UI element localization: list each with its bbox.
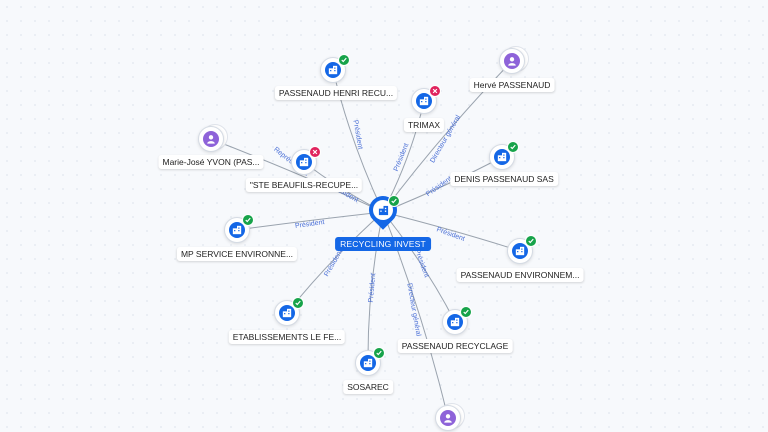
person-icon: [504, 53, 520, 69]
company-node-circle[interactable]: [274, 300, 300, 326]
person-icon: [203, 131, 219, 147]
building-icon: [373, 200, 393, 220]
active-status-icon: [460, 306, 472, 318]
building-icon: [229, 222, 245, 238]
active-status-icon: [507, 141, 519, 153]
node-label: MP SERVICE ENVIRONNE...: [176, 247, 298, 261]
building-icon: [447, 314, 463, 330]
active-status-icon: [292, 297, 304, 309]
closed-status-icon: [309, 146, 321, 158]
active-status-icon: [373, 347, 385, 359]
building-icon: [416, 93, 432, 109]
edge-environnem: [382, 211, 521, 252]
node-label: PASSENAUD RECYCLAGE: [397, 339, 513, 353]
edge-label-recyclage: Président: [413, 248, 430, 278]
active-status-icon: [388, 195, 400, 207]
company-node-circle[interactable]: [320, 57, 346, 83]
edge-label-denis: Président: [425, 175, 453, 198]
node-label: ETABLISSEMENTS LE FE...: [228, 330, 346, 344]
active-status-icon: [338, 54, 350, 66]
closed-status-icon: [429, 85, 441, 97]
edge-sosarec: [367, 211, 384, 364]
building-icon: [325, 62, 341, 78]
edge-label-mpservice: Président: [295, 219, 325, 230]
person-node-circle[interactable]: [435, 405, 461, 431]
map-pin-icon: [363, 190, 403, 230]
building-icon: [296, 154, 312, 170]
node-label: "STE BEAUFILS-RECUPE...: [245, 178, 363, 192]
edge-label-etabl: Président: [323, 249, 344, 278]
edge-mpservice: [236, 211, 384, 231]
person-icon: [440, 410, 456, 426]
edge-label-trimax: Président: [393, 142, 411, 172]
building-icon: [494, 149, 510, 165]
active-status-icon: [242, 214, 254, 226]
node-label: Marie-José YVON (PAS...: [158, 155, 264, 169]
center-node-label: RECYCLING INVEST: [335, 237, 431, 251]
edge-marie: [210, 138, 384, 213]
node-label: PASSENAUD ENVIRONNEM...: [456, 268, 584, 282]
person-node-circle[interactable]: [198, 126, 224, 152]
active-status-icon: [525, 235, 537, 247]
node-label: SOSAREC: [343, 380, 393, 394]
person-node-circle[interactable]: [499, 48, 525, 74]
edge-label-sosarec: Président: [368, 273, 378, 303]
node-label: DENIS PASSENAUD SAS: [450, 172, 558, 186]
edge-label-henri: Président: [351, 120, 363, 150]
node-label: Hervé PASSENAUD: [469, 78, 555, 92]
node-label: PASSENAUD HENRI RECU...: [274, 86, 398, 100]
building-icon: [512, 243, 528, 259]
edge-label-environnem: Président: [435, 226, 465, 243]
node-label: TRIMAX: [403, 118, 445, 132]
building-icon: [279, 305, 295, 321]
building-icon: [360, 355, 376, 371]
edge-label-person_bottom: Directeur général: [405, 283, 421, 338]
